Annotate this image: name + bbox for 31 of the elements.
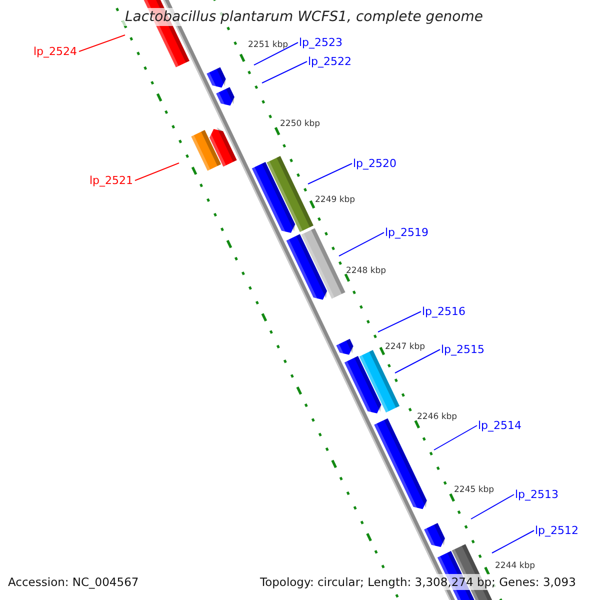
leader-line [262, 61, 308, 84]
leader-line [394, 349, 440, 374]
leader-line [470, 494, 514, 520]
gene-label: lp_2522 [308, 55, 352, 68]
leader-line [78, 34, 126, 52]
leader-line [338, 232, 384, 256]
gene-label: lp_2514 [478, 419, 522, 432]
leader-line [434, 425, 478, 450]
leader-line [308, 163, 352, 184]
gene-label: lp_2524 [33, 45, 77, 58]
leader-line [378, 311, 422, 332]
scale-label: 2249 kbp [315, 195, 356, 205]
gene-label: lp_2515 [441, 343, 485, 356]
scale-label: 2247 kbp [385, 342, 426, 352]
gene-label: lp_2512 [535, 524, 579, 537]
scale-label: 2248 kbp [346, 266, 386, 276]
gene-label: lp_2519 [385, 226, 429, 239]
scale-label: 2250 kbp [280, 119, 320, 129]
scale-label: 2246 kbp [417, 412, 458, 422]
gene-label: lp_2516 [422, 305, 466, 318]
gene-label: lp_2521 [89, 174, 133, 187]
leader-line [492, 530, 534, 554]
scale-label: 2244 kbp [495, 561, 536, 571]
gene-label: lp_2520 [353, 157, 397, 170]
gene-label: lp_2523 [299, 36, 343, 49]
scale-label: 2245 kbp [454, 485, 494, 495]
accession-text: Accession: NC_004567 [6, 574, 141, 590]
leader-line [134, 162, 180, 181]
gene-label: lp_2513 [515, 488, 559, 501]
scale-label: 2251 kbp [248, 40, 288, 50]
leader-line [254, 42, 298, 66]
